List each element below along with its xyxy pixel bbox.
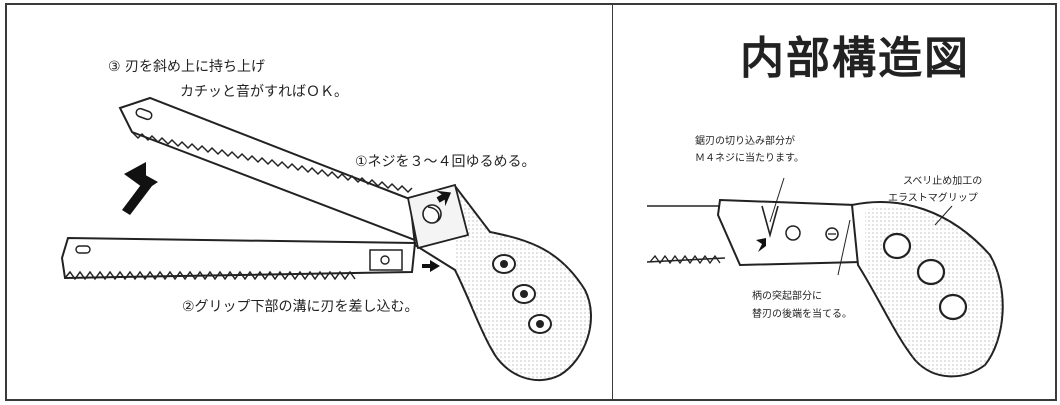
- lift-arrow: [122, 162, 158, 215]
- step3-caption-line2: カチッと音がすればＯＫ。: [180, 84, 348, 100]
- saw-grip: [406, 183, 592, 382]
- replacement-blade: [60, 236, 417, 281]
- handle-note-line1: 柄の突起部分に: [752, 291, 822, 302]
- step2-caption: ②グリップ下部の溝に刃を差し込む。: [182, 299, 419, 315]
- internal-structure-panel: [612, 3, 1057, 401]
- grip-note-line1: スベリ止め加工の: [903, 176, 983, 187]
- grip-note-line2: エラストマグリップ: [888, 193, 978, 204]
- screw-pointer-arrow: [436, 190, 452, 207]
- notch-note-line2: Ｍ４ネジに当たります。: [695, 153, 804, 164]
- internal-structure-illustration: [646, 177, 1004, 378]
- handle-note-line2: 替刃の後端を当てる。: [752, 309, 852, 320]
- diagram-title: 内部構造図: [740, 33, 970, 84]
- groove-pointer-arrow: [422, 260, 440, 272]
- step3-caption-line1: ③ 刃を斜め上に持ち上げ: [108, 59, 266, 75]
- step1-caption: ①ネジを３～４回ゆるめる。: [355, 154, 536, 170]
- notch-note-line1: 鋸刃の切り込み部分が: [695, 136, 795, 147]
